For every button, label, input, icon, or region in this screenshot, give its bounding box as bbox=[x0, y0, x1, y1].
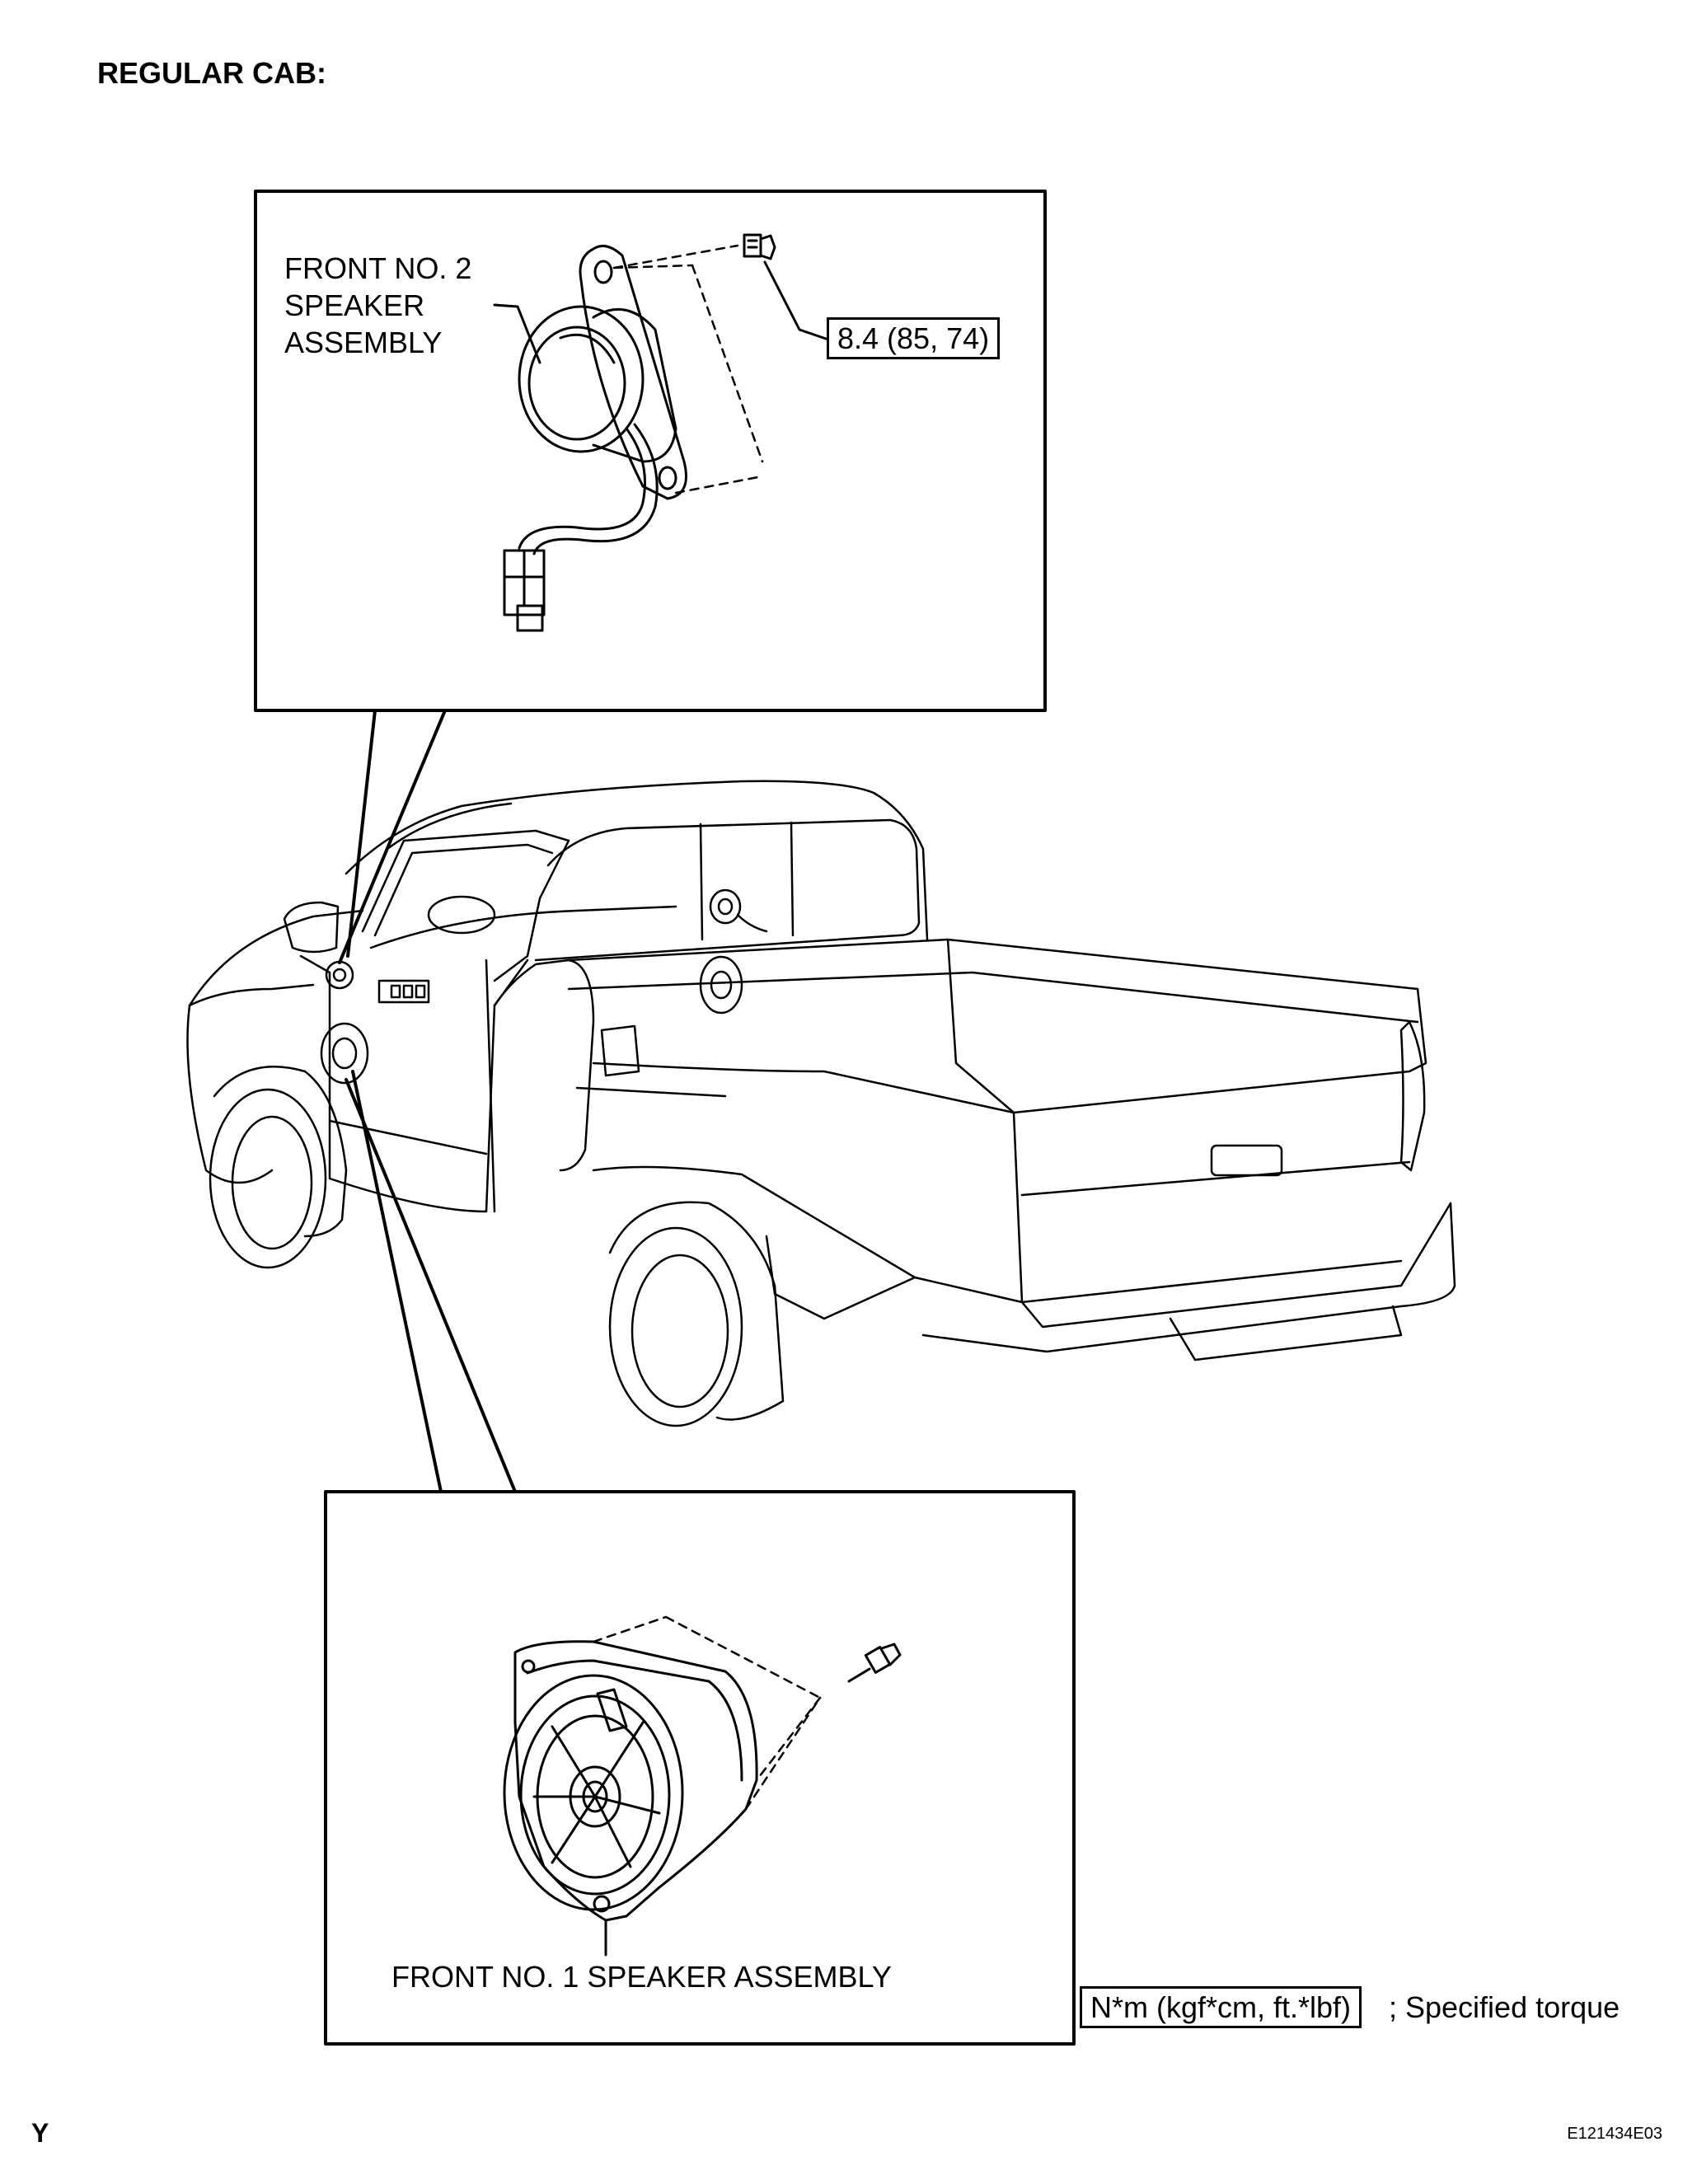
front-no2-speaker-label-line3: ASSEMBLY bbox=[284, 326, 443, 359]
torque-legend-description: ; Specified torque bbox=[1389, 1990, 1620, 2024]
front-no2-speaker-label-line2: SPEAKER bbox=[284, 288, 425, 322]
lower-inset-frame bbox=[324, 1070, 1076, 2046]
pickup-truck-drawing bbox=[186, 780, 1456, 1427]
front-no2-speaker-drawing bbox=[493, 233, 830, 632]
figure-code: E121434E03 bbox=[1567, 2125, 1662, 2143]
front-no2-speaker-label-line1: FRONT NO. 2 bbox=[284, 251, 472, 285]
front-no1-speaker-label: FRONT NO. 1 SPEAKER ASSEMBLY bbox=[391, 1960, 892, 1994]
torque-unit-legend-box: N*m (kgf*cm, ft.*lbf) bbox=[1080, 1986, 1362, 2029]
torque-value-box: 8.4 (85, 74) bbox=[827, 317, 1001, 360]
corner-mark: Y bbox=[31, 2118, 49, 2148]
front-no1-speaker-drawing bbox=[503, 1615, 902, 1957]
page-heading: REGULAR CAB: bbox=[97, 56, 326, 90]
